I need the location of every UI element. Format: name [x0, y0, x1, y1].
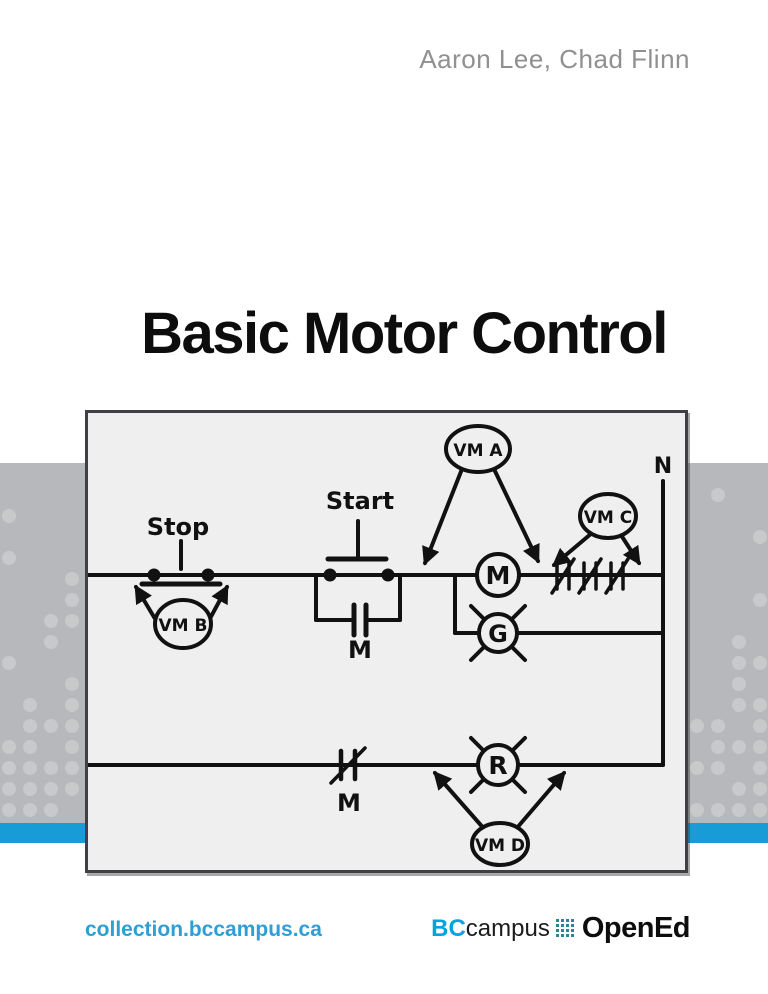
vmc-label: VM C	[584, 508, 632, 528]
band-dot	[753, 593, 767, 607]
band-dot	[753, 656, 767, 670]
nc-m-label: M	[337, 789, 361, 817]
band-dot	[2, 509, 16, 523]
band-dot	[732, 782, 746, 796]
band-dot	[65, 593, 79, 607]
band-dot	[753, 698, 767, 712]
vma-label: VM A	[453, 441, 503, 461]
band-dot	[23, 719, 37, 733]
band-dot	[690, 803, 704, 817]
band-dot	[65, 719, 79, 733]
stop-label: Stop	[147, 513, 209, 541]
band-dot	[711, 488, 725, 502]
band-dot	[23, 761, 37, 775]
band-dot	[2, 803, 16, 817]
band-dot	[690, 719, 704, 733]
motor-control-diagram: Stop Start M M N M G R VM A VM B VM C VM…	[85, 410, 688, 873]
band-dot	[44, 761, 58, 775]
band-dot	[44, 782, 58, 796]
band-dot	[732, 635, 746, 649]
band-dot	[711, 761, 725, 775]
ladder-diagram-svg: Stop Start M M N M G R VM A VM B VM C VM…	[88, 424, 672, 867]
band-dot	[753, 761, 767, 775]
band-dot	[23, 803, 37, 817]
start-label: Start	[326, 487, 394, 515]
band-dot	[732, 698, 746, 712]
vmd-label: VM D	[475, 836, 525, 856]
g-pilot-light-symbol	[453, 573, 665, 662]
band-dot	[23, 698, 37, 712]
seal-in-m-label: M	[348, 636, 372, 664]
r-pilot-light-symbol	[469, 736, 527, 794]
band-dot	[44, 614, 58, 628]
collection-url-link[interactable]: collection.bccampus.ca	[85, 918, 322, 941]
band-dot	[65, 782, 79, 796]
band-dot	[2, 761, 16, 775]
vmd-balloon	[433, 770, 566, 867]
band-dot	[732, 656, 746, 670]
logo-dots-icon	[555, 919, 575, 938]
m-nc-contact-symbol	[329, 746, 367, 785]
author-line: Aaron Lee, Chad Flinn	[419, 44, 690, 74]
band-dot	[65, 740, 79, 754]
band-dot	[753, 803, 767, 817]
vmc-balloon	[551, 492, 641, 567]
logo-opened-text: OpenEd	[581, 912, 691, 944]
vmb-balloon	[134, 584, 229, 650]
band-dot	[23, 740, 37, 754]
overload-nc-contacts-symbol	[550, 557, 630, 595]
band-dot	[2, 740, 16, 754]
band-dot	[711, 803, 725, 817]
band-dot	[711, 719, 725, 733]
band-dot	[65, 761, 79, 775]
vma-balloon	[422, 424, 540, 566]
start-pushbutton-symbol	[323, 519, 395, 582]
band-dot	[753, 719, 767, 733]
band-dot	[2, 551, 16, 565]
band-dot	[23, 782, 37, 796]
band-dot	[44, 719, 58, 733]
coil-m-label: M	[486, 561, 511, 590]
band-dot	[65, 698, 79, 712]
band-dot	[753, 782, 767, 796]
seal-in-contact-symbol	[314, 573, 402, 638]
logo-campus-text: campus	[465, 914, 550, 942]
band-dot	[690, 761, 704, 775]
neutral-rail-label: N	[654, 454, 672, 479]
band-dot	[732, 740, 746, 754]
vmb-label: VM B	[159, 616, 208, 636]
light-r-label: R	[488, 751, 507, 780]
stop-pushbutton-symbol	[139, 539, 223, 587]
band-dot	[732, 803, 746, 817]
band-dot	[44, 803, 58, 817]
page-title: Basic Motor Control	[141, 301, 668, 366]
band-dot	[753, 530, 767, 544]
band-dot	[711, 740, 725, 754]
band-dot	[2, 782, 16, 796]
band-dot	[65, 677, 79, 691]
m-coil-symbol	[475, 552, 521, 598]
logo-bc-text: BC	[431, 914, 466, 942]
band-dot	[732, 677, 746, 691]
light-g-label: G	[488, 620, 508, 648]
band-dot	[65, 572, 79, 586]
band-dot	[753, 740, 767, 754]
band-dot	[65, 614, 79, 628]
band-dot	[2, 656, 16, 670]
band-dot	[44, 635, 58, 649]
